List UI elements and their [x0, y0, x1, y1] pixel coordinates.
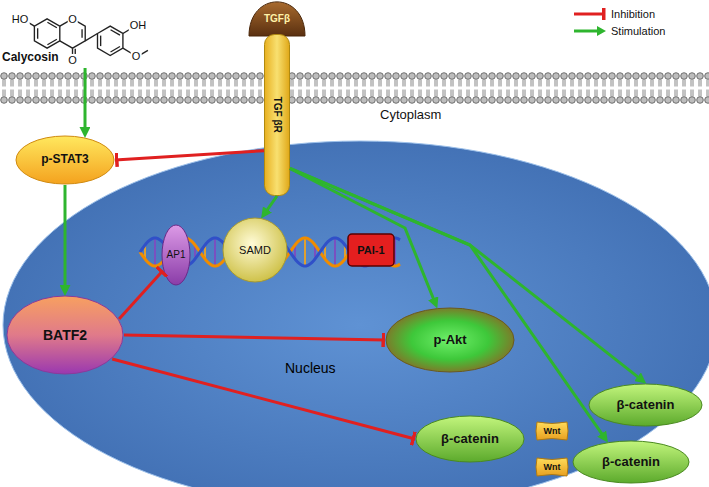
protein-ellipse	[16, 136, 114, 184]
protein-ellipse	[416, 416, 524, 462]
protein-ellipse	[7, 296, 123, 374]
node-label: Wnt	[544, 426, 561, 436]
stimulation-arrow	[84, 68, 87, 128]
dna-rung	[334, 238, 336, 266]
protein-ellipse: β-catenin	[572, 440, 690, 484]
node-label: PAI-1	[357, 244, 384, 257]
legend: InhibitionStimulation	[572, 5, 665, 39]
dna-rung	[214, 238, 216, 266]
inhibition-sample	[572, 7, 608, 21]
node-label: β-catenin	[602, 455, 660, 470]
stimulation-arrow	[64, 185, 67, 286]
receptor-bar: TGF βR	[264, 34, 290, 196]
protein-ellipse: p-Akt	[385, 307, 515, 373]
stimulation-sample	[572, 24, 608, 38]
node-label: p-Akt	[433, 333, 466, 348]
node-label: Calycosin	[2, 51, 59, 65]
factor-ellipse: AP1	[161, 224, 191, 286]
factor-ellipse	[162, 225, 190, 285]
atom-label: O	[131, 50, 142, 62]
atom-label: O	[67, 13, 78, 25]
node-label: BATF2	[43, 327, 87, 343]
factor-circle: SAMD	[222, 217, 288, 283]
protein-ellipse	[386, 308, 514, 372]
legend-item: Inhibition	[572, 5, 665, 22]
protein-ellipse: p-STAT3	[15, 135, 115, 185]
ligand-shape	[536, 422, 568, 440]
protein-ellipse	[573, 441, 689, 483]
ligand-shape: Wnt	[535, 420, 569, 442]
gene-box	[348, 234, 394, 266]
ligand-shape: Wnt	[535, 456, 569, 478]
protein-ellipse: β-catenin	[415, 415, 525, 463]
node-label: β-catenin	[617, 398, 675, 413]
legend-label: Inhibition	[611, 8, 655, 20]
protein-ellipse	[589, 384, 702, 426]
node-label: TGFβ	[264, 13, 290, 25]
protein-ellipse: BATF2	[6, 295, 124, 375]
dna-rung	[154, 238, 156, 266]
legend-item: Stimulation	[572, 22, 665, 39]
node-label: Nucleus	[285, 360, 336, 376]
factor-circle	[223, 218, 287, 282]
node-label: β-catenin	[441, 432, 499, 447]
lipid-bilayer	[0, 72, 709, 104]
ligand-cap: TGFβ	[248, 0, 306, 38]
atom-label: HO	[11, 13, 30, 25]
node-label: AP1	[167, 249, 186, 261]
nucleus-ellipse-outline	[2, 140, 709, 487]
nucleus-ellipse	[3, 141, 709, 487]
node-label: TGF βR	[271, 97, 283, 133]
ligand-cap	[249, 2, 305, 36]
gene-box: PAI-1	[347, 233, 395, 267]
atom-label: O	[67, 54, 78, 66]
atom-label: OH	[129, 19, 148, 31]
receptor-bar	[265, 35, 290, 196]
dna-rung	[304, 238, 306, 266]
region-label: Cytoplasm	[380, 108, 441, 122]
ligand-shape	[536, 458, 568, 476]
node-label: p-STAT3	[41, 153, 89, 167]
node-label: SAMD	[239, 244, 271, 257]
legend-label: Stimulation	[611, 25, 665, 37]
protein-ellipse: β-catenin	[588, 383, 703, 427]
node-label: Wnt	[544, 462, 561, 472]
nucleus-ellipse: Nucleus BATF2 AP1 SAMD PAI-1 p-Akt β-catenin	[2, 140, 709, 487]
